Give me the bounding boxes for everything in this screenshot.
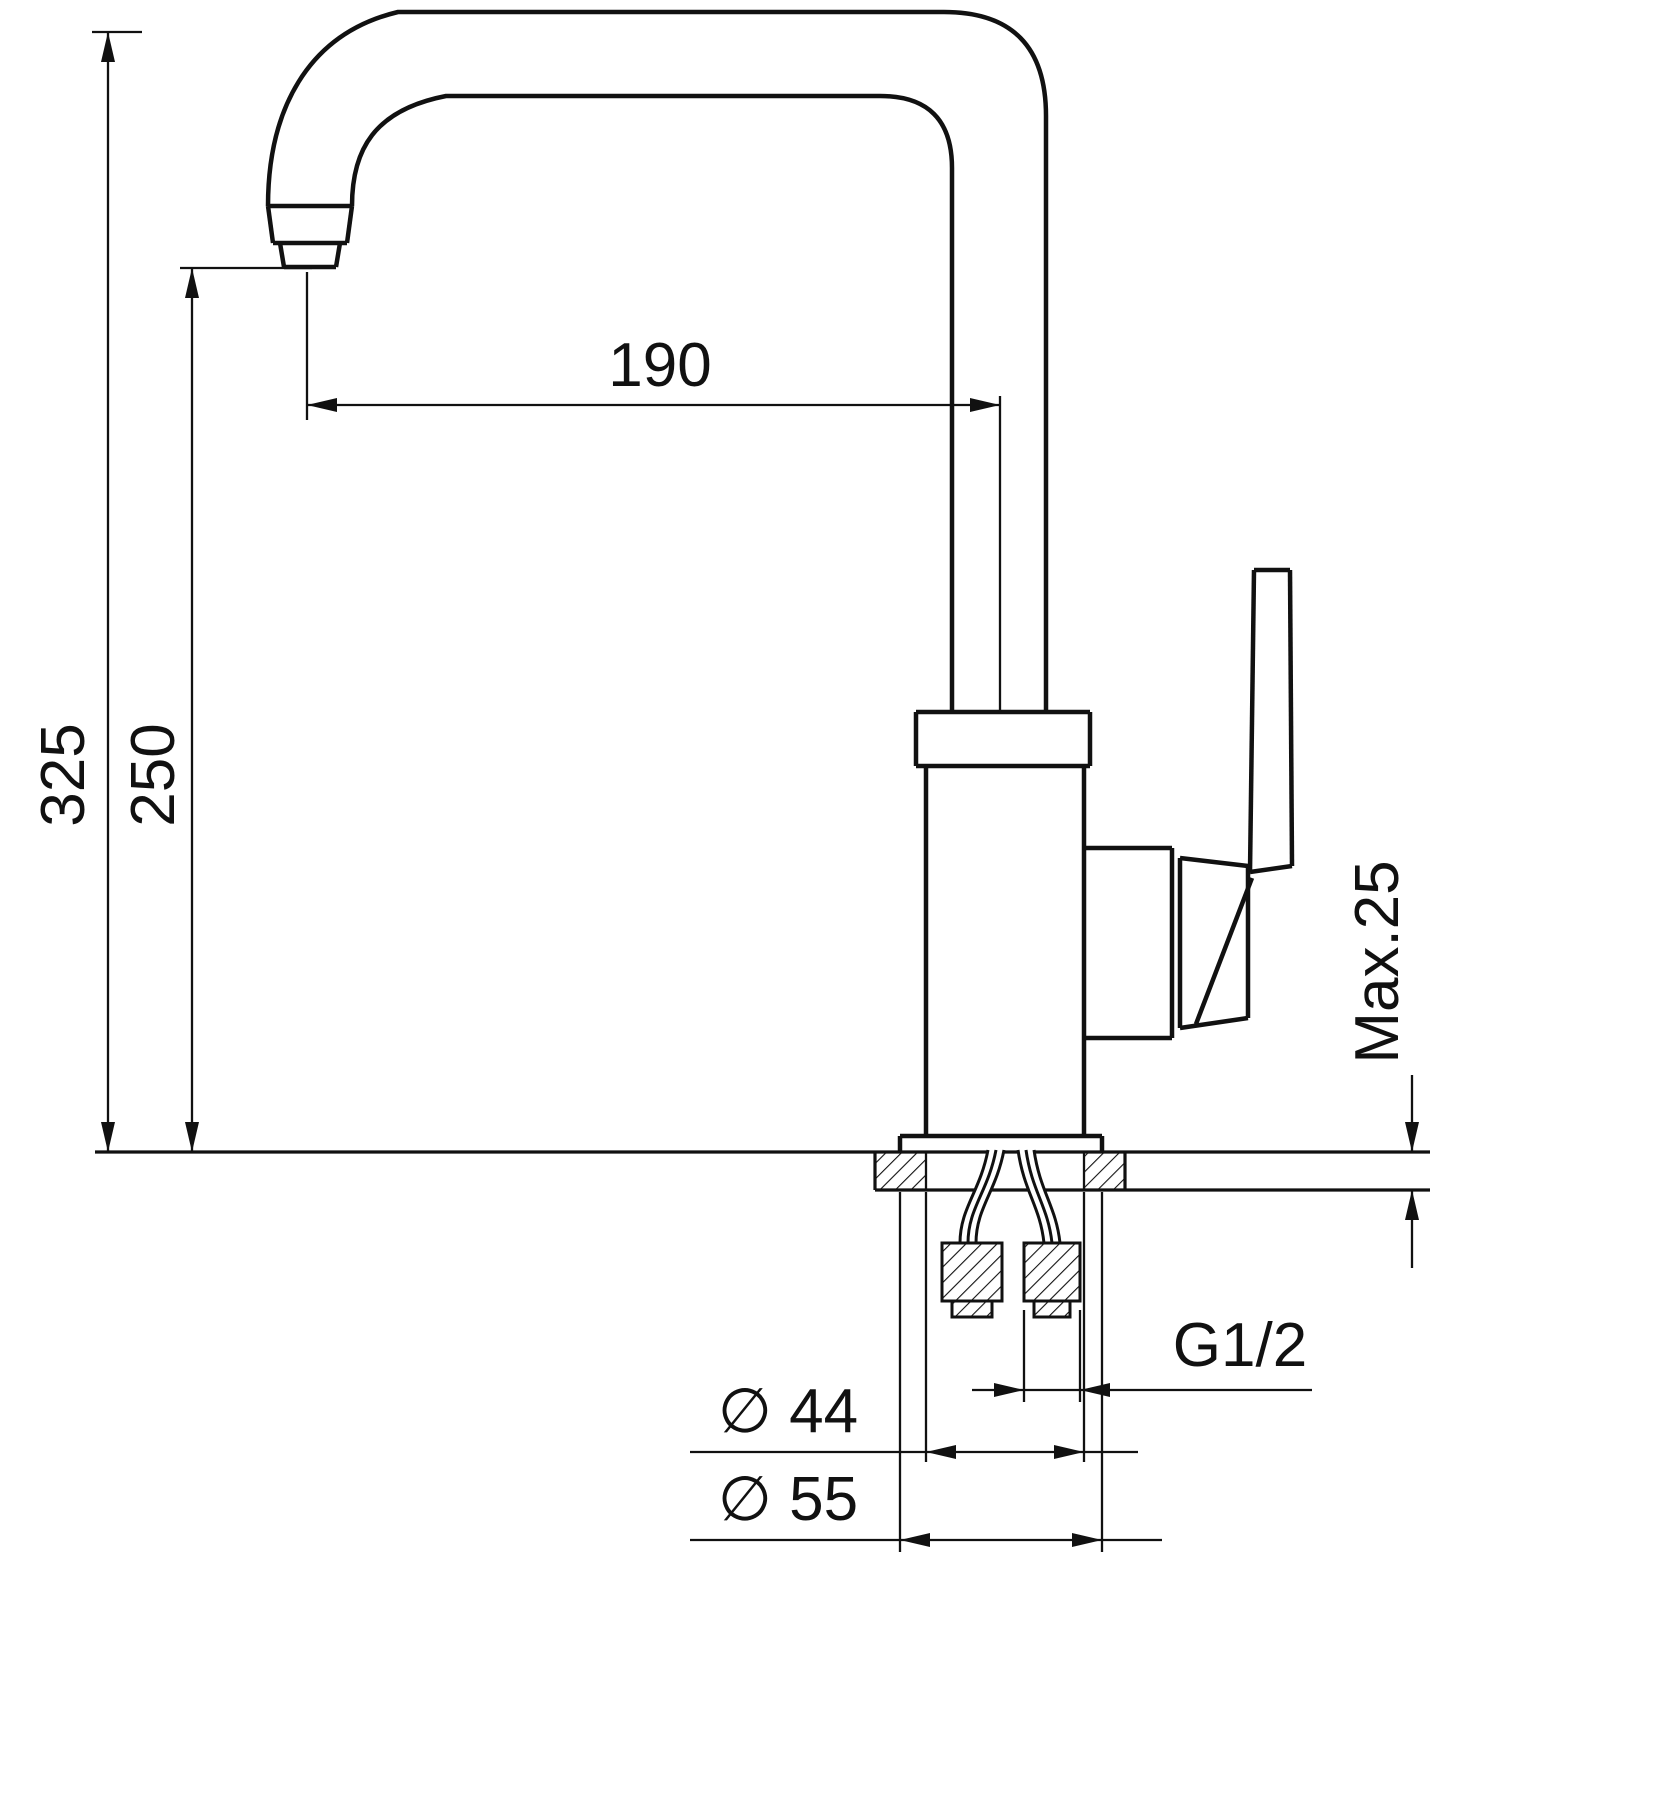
label-g12: G1/2 <box>1173 1311 1307 1380</box>
right-hose-outer-wall <box>1016 1149 1046 1244</box>
left-hose-connector-tip <box>950 1299 994 1319</box>
arrow-up-max25 <box>1405 1190 1419 1220</box>
arrow-left-d44 <box>926 1445 956 1459</box>
dimension-base-diameter: ∅ 55 <box>690 1192 1162 1552</box>
left-hose-fill <box>960 1150 1004 1243</box>
dimension-spout-reach: 190 <box>305 272 1002 712</box>
left-hose-outer-wall <box>958 1149 990 1244</box>
countertop-hatch-right <box>1084 1152 1125 1190</box>
lever-left-edge <box>1247 569 1257 873</box>
spout-outlet-left <box>265 205 276 244</box>
arrow-down-250 <box>185 1122 199 1152</box>
left-hose-inner-wall <box>974 1149 1006 1244</box>
supply-hoses <box>940 1149 1082 1319</box>
countertop-hatch-left <box>875 1152 926 1190</box>
lever-right-edge <box>1287 569 1295 867</box>
left-hose-mid-wall <box>966 1149 998 1244</box>
dimension-connection-thread: G1/2 <box>972 1310 1312 1402</box>
aerator-left <box>277 242 287 268</box>
countertop <box>95 1150 1430 1192</box>
arrow-up-250 <box>185 268 199 298</box>
dimension-max-deck-thickness: Max.25 <box>1343 860 1419 1268</box>
label-max25: Max.25 <box>1343 860 1412 1063</box>
label-250: 250 <box>119 723 188 826</box>
right-hose-connector <box>1022 1241 1082 1303</box>
dimension-body-diameter: ∅ 44 <box>690 1192 1138 1462</box>
arrow-right-d44 <box>1054 1445 1084 1459</box>
right-hose-inner-wall <box>1032 1149 1062 1244</box>
label-190: 190 <box>608 331 711 400</box>
handle-base-bottom <box>1179 1015 1249 1031</box>
left-hose-connector <box>940 1241 1004 1303</box>
arrow-up-325 <box>101 32 115 62</box>
arrow-left-190 <box>307 398 337 412</box>
arrow-in-left-g12 <box>994 1383 1024 1397</box>
lever-bottom <box>1249 863 1293 875</box>
label-325: 325 <box>29 723 98 826</box>
right-hose-connector-tip <box>1032 1299 1072 1319</box>
label-d55: ∅ 55 <box>718 1465 858 1534</box>
faucet-profile <box>265 9 1295 1152</box>
spout-inner-edge <box>349 93 955 712</box>
dimension-total-height: 325 <box>29 30 142 1152</box>
arrow-left-d55 <box>900 1533 930 1547</box>
arrow-down-max25 <box>1405 1122 1419 1152</box>
dimension-spout-height: 250 <box>119 266 312 1152</box>
spout-outlet-right <box>344 205 355 244</box>
lever-pivot-diagonal <box>1193 877 1255 1025</box>
arrow-down-325 <box>101 1122 115 1152</box>
right-hose-mid-wall <box>1024 1149 1054 1244</box>
label-d44: ∅ 44 <box>718 1377 858 1446</box>
arrow-right-190 <box>970 398 1000 412</box>
arrow-right-d55 <box>1072 1533 1102 1547</box>
aerator-right <box>333 242 343 268</box>
spout-outer-edge <box>265 9 1049 712</box>
handle-base-top <box>1179 855 1249 869</box>
